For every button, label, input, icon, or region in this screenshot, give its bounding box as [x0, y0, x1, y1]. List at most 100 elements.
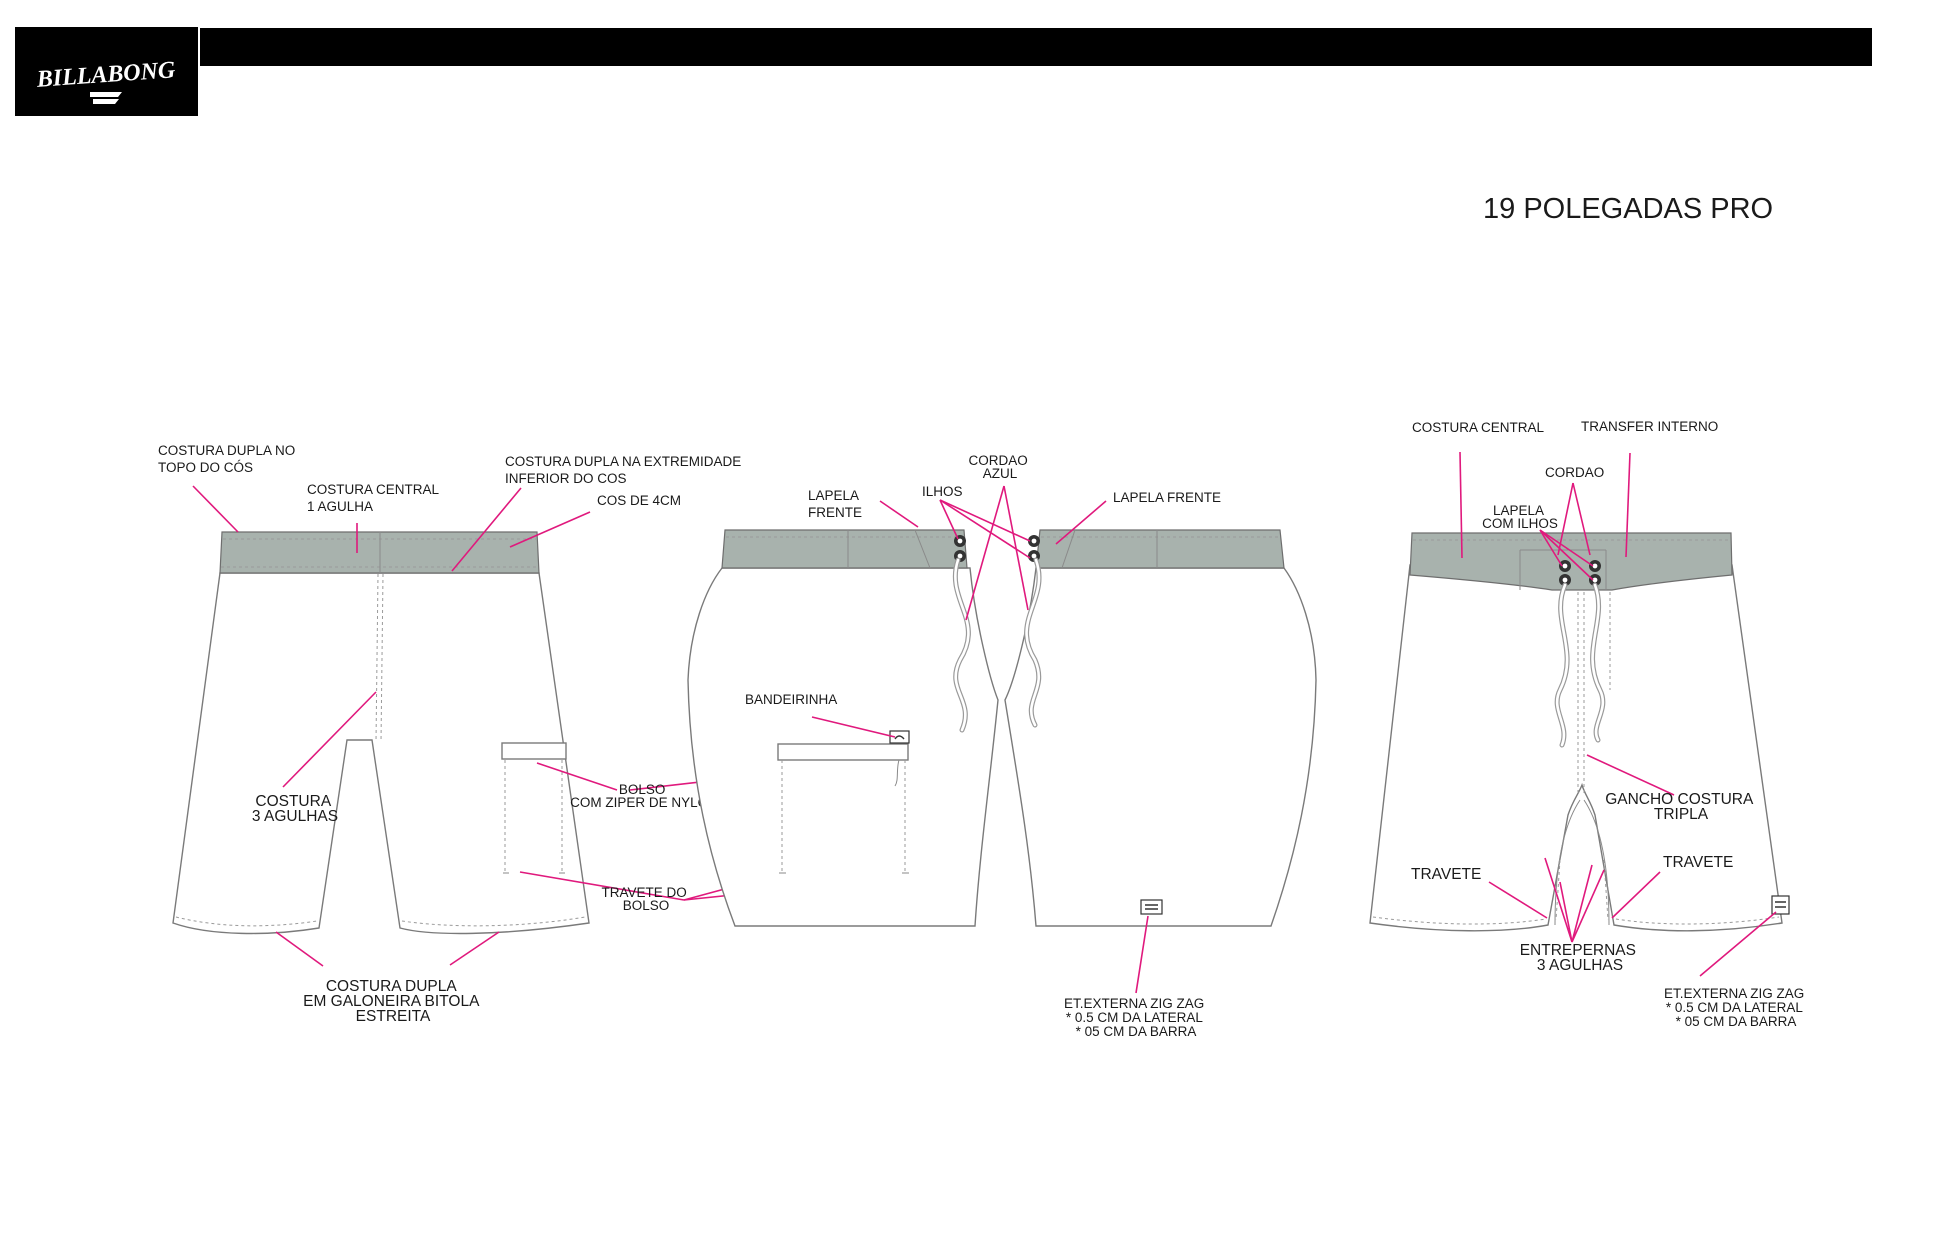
front-fly-seam: [1577, 592, 1611, 795]
eyelet-icon: [1028, 535, 1040, 562]
front-open-left-lapel: [914, 529, 931, 569]
external-label-mark: [1775, 901, 1786, 908]
label-line: LAPELA: [1493, 503, 1544, 518]
label-line: ESTREITA: [356, 1008, 431, 1025]
label-line: ENTREPERNAS: [1520, 942, 1636, 959]
label-line: GANCHO COSTURA: [1605, 791, 1754, 808]
eyelet-icon: [1559, 560, 1601, 586]
label-line: BOLSO: [623, 898, 670, 913]
front-open-right-body: [1004, 567, 1317, 927]
front-open-left-waistband: [721, 529, 968, 569]
back-pocket-flap: [501, 742, 567, 760]
leader-etiqueta-front-open: [1135, 915, 1149, 994]
label-line: COM ZIPER DE NYLON: [570, 795, 718, 810]
flag-label-mark: [894, 735, 905, 740]
billabong-icon: [90, 92, 122, 104]
leader-transfer-interno: [1625, 452, 1631, 558]
label-line: CORDAO: [968, 453, 1027, 468]
front-hem-stitch-left: [1372, 916, 1547, 925]
label-lapela-frente-right: LAPELA FRENTE: [1113, 490, 1221, 505]
drawcord-right: [1024, 557, 1042, 728]
leader-bolso-left: [536, 762, 618, 791]
label-travete-bolso: TRAVETE DO BOLSO: [601, 885, 690, 913]
front-shorts-body: [1369, 564, 1783, 932]
header-bar: [200, 28, 1872, 66]
back-center-3needle-seam: [375, 573, 384, 743]
external-label-mark: [1145, 904, 1158, 910]
label-line: COSTURA DUPLA NA EXTREMIDADE: [505, 454, 741, 469]
label-etiqueta-front-open: ET.EXTERNA ZIG ZAG * 0.5 CM DA LATERAL *…: [1064, 996, 1208, 1039]
label-line: EM GALONEIRA BITOLA: [303, 993, 480, 1010]
label-entrepernas: ENTREPERNAS 3 AGULHAS: [1520, 942, 1641, 974]
label-costura-central: COSTURA CENTRAL 1 AGULHA: [307, 482, 442, 514]
leader-lapela-ilhos-2: [1539, 529, 1594, 567]
front-crotch-gusset: [1554, 799, 1610, 926]
leader-costura-barra-left: [275, 931, 324, 967]
leader-bandeirinha: [811, 716, 896, 738]
label-costura-3-agulhas: COSTURA 3 AGULHAS: [252, 793, 338, 825]
leader-ilhos-3: [939, 499, 1031, 559]
label-line: ET.EXTERNA ZIG ZAG: [1664, 986, 1804, 1001]
leader-travete-left: [519, 871, 685, 901]
label-cos-4cm: COS DE 4CM: [597, 493, 681, 508]
leader-entrepernas-4: [1571, 869, 1605, 943]
label-gancho: GANCHO COSTURA TRIPLA: [1605, 791, 1757, 823]
label-line: FRENTE: [808, 505, 862, 520]
leader-cordao-azul-2: [1003, 485, 1029, 611]
front-waistband: [1409, 532, 1733, 591]
drawcord-left: [1554, 582, 1570, 748]
label-ilhos: ILHOS: [922, 484, 963, 499]
label-line: COSTURA DUPLA NO: [158, 443, 295, 458]
label-line: 3 AGULHAS: [1537, 957, 1623, 974]
label-line: TRAVETE DO: [601, 885, 686, 900]
label-line: INFERIOR DO COS: [505, 471, 627, 486]
leader-lapela-ilhos-3: [1539, 529, 1594, 581]
label-travete-front-left: TRAVETE: [1411, 866, 1481, 883]
label-line: * 05 CM DA BARRA: [1076, 1024, 1197, 1039]
label-costura-central-front: COSTURA CENTRAL: [1412, 420, 1545, 435]
front-inseam-stitch: [1555, 859, 1609, 921]
leader-etiqueta-front: [1699, 911, 1777, 977]
label-line: TRIPLA: [1654, 806, 1709, 823]
leader-cordao-2: [1572, 482, 1591, 556]
label-bolso: BOLSO COM ZIPER DE NYLON: [570, 782, 718, 810]
leader-entrepernas-2: [1559, 881, 1573, 943]
leader-lapela-frente-left: [879, 500, 919, 528]
leader-lapela-frente-right: [1055, 500, 1107, 545]
front-pocket-zipper-pull: [894, 759, 900, 787]
label-line: COSTURA CENTRAL: [307, 482, 440, 497]
label-cordao-azul: CORDAO AZUL: [968, 453, 1031, 481]
label-transfer-interno: TRANSFER INTERNO: [1581, 419, 1718, 434]
label-etiqueta-front: ET.EXTERNA ZIG ZAG * 0.5 CM DA LATERAL *…: [1664, 986, 1808, 1029]
label-line: 1 AGULHA: [307, 499, 373, 514]
label-line: ET.EXTERNA ZIG ZAG: [1064, 996, 1204, 1011]
leader-costura-topo: [192, 485, 239, 533]
external-label-icon: [1771, 895, 1790, 915]
back-shorts-body: [172, 572, 590, 935]
back-hem-stitch-right: [401, 916, 586, 927]
drawcord-right: [1590, 582, 1606, 743]
label-line: AZUL: [983, 466, 1018, 481]
leader-entrepernas-3: [1571, 864, 1593, 943]
label-travete-front-right: TRAVETE: [1663, 854, 1733, 871]
label-bandeirinha: BANDEIRINHA: [745, 692, 837, 707]
leader-costura-barra-right: [449, 931, 500, 966]
leader-costura-3-agulhas: [282, 691, 377, 788]
leader-entrepernas-1: [1544, 857, 1573, 943]
leader-gancho: [1586, 754, 1675, 796]
leader-costura-extremidade: [451, 487, 522, 572]
label-line: LAPELA: [808, 488, 859, 503]
label-costura-dupla-extremidade: COSTURA DUPLA NA EXTREMIDADE INFERIOR DO…: [505, 454, 745, 486]
label-line: COSTURA: [255, 793, 331, 810]
leader-travete-front-right: [1611, 871, 1661, 919]
label-line: 3 AGULHAS: [252, 808, 338, 825]
label-line: * 0.5 CM DA LATERAL: [1066, 1010, 1204, 1025]
leader-costura-central-front: [1459, 451, 1463, 559]
page-title: 19 POLEGADAS PRO: [1483, 193, 1773, 225]
label-lapela-frente-left: LAPELA FRENTE: [808, 488, 862, 520]
external-label-icon: [1140, 899, 1163, 915]
label-costura-dupla-topo: COSTURA DUPLA NO TOPO DO CÓS: [158, 443, 299, 475]
label-cordao: CORDAO: [1545, 465, 1604, 480]
label-line: * 05 CM DA BARRA: [1676, 1014, 1797, 1029]
